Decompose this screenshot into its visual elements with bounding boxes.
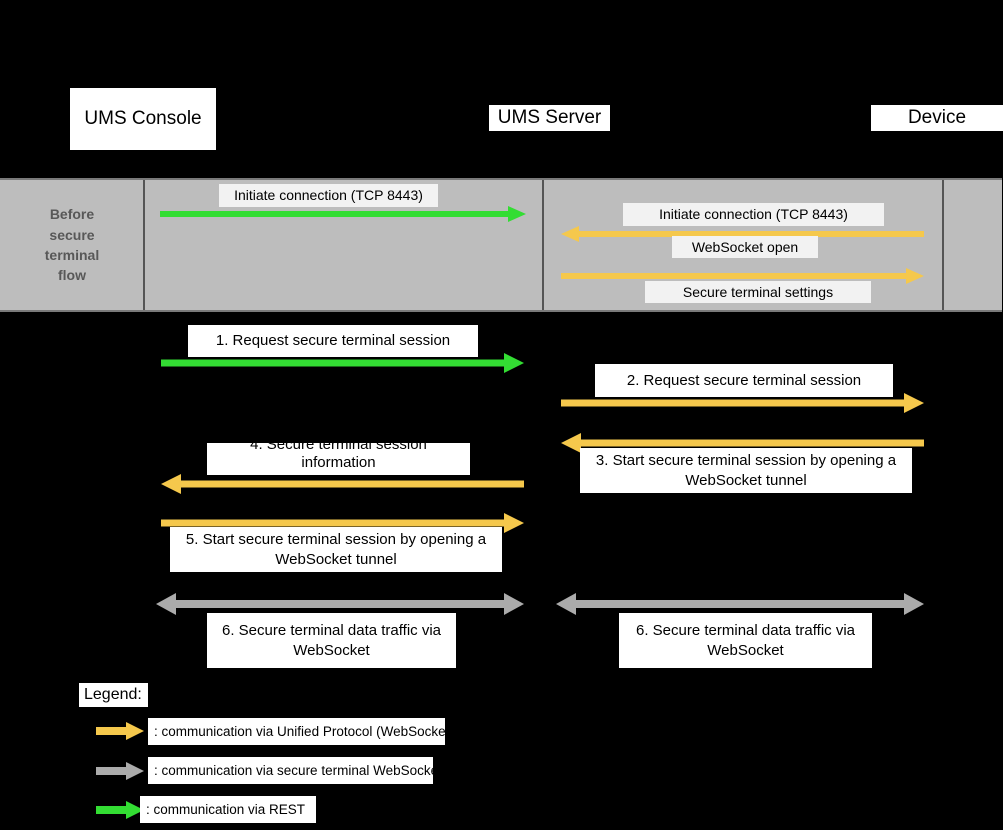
legend-arrow-right-yellow-icon	[96, 722, 144, 740]
step-3-arrow-left-yellow	[561, 433, 924, 453]
band-divider-1	[143, 180, 145, 310]
band-message-1-arrow-right-green	[160, 206, 526, 222]
band-message-1-caption: Initiate connection (TCP 8443)	[219, 184, 438, 207]
legend-entry-3-label: : communication via REST	[146, 802, 306, 817]
participant-device-label: Device	[907, 106, 967, 128]
step-6-left-caption: 6. Secure terminal data traffic via WebS…	[207, 613, 456, 668]
legend-arrow-right-green-icon	[96, 801, 144, 819]
legend-title-text: Legend:	[84, 686, 142, 703]
band-divider-2	[542, 180, 544, 310]
step-1-caption: 1. Request secure terminal session	[188, 325, 478, 357]
phase-band-label-text: Before secure terminal flow	[44, 206, 100, 284]
step-5-text: 5. Start secure terminal session by open…	[185, 531, 487, 568]
band-message-3-caption: WebSocket open	[672, 236, 818, 258]
step-4-text: 4. Secure terminal session information	[250, 443, 427, 472]
step-1-text: 1. Request secure terminal session	[215, 332, 451, 350]
participant-ums-console-label: UMS Console	[84, 107, 202, 129]
band-message-2-text: Initiate connection (TCP 8443)	[659, 206, 848, 223]
band-divider-3	[942, 180, 944, 310]
participant-ums-console: UMS Console	[70, 88, 216, 150]
legend-title: Legend:	[79, 683, 148, 707]
step-1-arrow-right-green	[161, 353, 524, 373]
band-message-1-text: Initiate connection (TCP 8443)	[234, 187, 423, 204]
step-4-caption: 4. Secure terminal session information	[207, 443, 470, 475]
step-6-right-arrow-bidirectional-gray	[556, 593, 924, 615]
legend-entry-2-label: : communication via secure terminal WebS…	[154, 763, 442, 778]
legend-entry-3-text: : communication via REST	[140, 796, 316, 823]
band-message-4-text: Secure terminal settings	[682, 283, 834, 300]
legend-entry-1-label: : communication via Unified Protocol (We…	[154, 724, 454, 739]
step-4-arrow-left-yellow	[161, 474, 524, 494]
step-2-text: 2. Request secure terminal session	[626, 371, 862, 389]
step-6-left-text: 6. Secure terminal data traffic via WebS…	[222, 622, 441, 659]
step-6-right-caption: 6. Secure terminal data traffic via WebS…	[619, 613, 872, 668]
band-message-3-text: WebSocket open	[691, 238, 799, 255]
legend-arrow-right-gray-icon	[96, 762, 144, 780]
participant-device: Device	[871, 105, 1003, 131]
step-3-caption: 3. Start secure terminal session by open…	[580, 448, 912, 493]
band-message-2-arrow-left-yellow	[561, 226, 924, 242]
step-3-text: 3. Start secure terminal session by open…	[595, 452, 897, 489]
band-message-4-arrow-right-yellow	[561, 268, 924, 284]
step-6-right-text: 6. Secure terminal data traffic via WebS…	[636, 622, 855, 659]
legend-entry-1-text: : communication via Unified Protocol (We…	[148, 718, 454, 745]
step-2-caption: 2. Request secure terminal session	[595, 364, 893, 397]
legend-entry-2-text: : communication via secure terminal WebS…	[148, 757, 442, 784]
step-2-arrow-right-yellow	[561, 393, 924, 413]
band-message-4-caption: Secure terminal settings	[645, 281, 871, 303]
step-5-caption: 5. Start secure terminal session by open…	[170, 527, 502, 572]
step-6-left-arrow-bidirectional-gray	[156, 593, 524, 615]
band-message-2-caption: Initiate connection (TCP 8443)	[623, 203, 884, 226]
phase-band-label: Before secure terminal flow	[10, 195, 134, 295]
participant-ums-server-label: UMS Server	[497, 106, 602, 128]
phase-band-before-secure-terminal-flow	[0, 178, 1002, 312]
step-5-arrow-right-yellow	[161, 513, 524, 533]
participant-ums-server: UMS Server	[489, 105, 610, 131]
